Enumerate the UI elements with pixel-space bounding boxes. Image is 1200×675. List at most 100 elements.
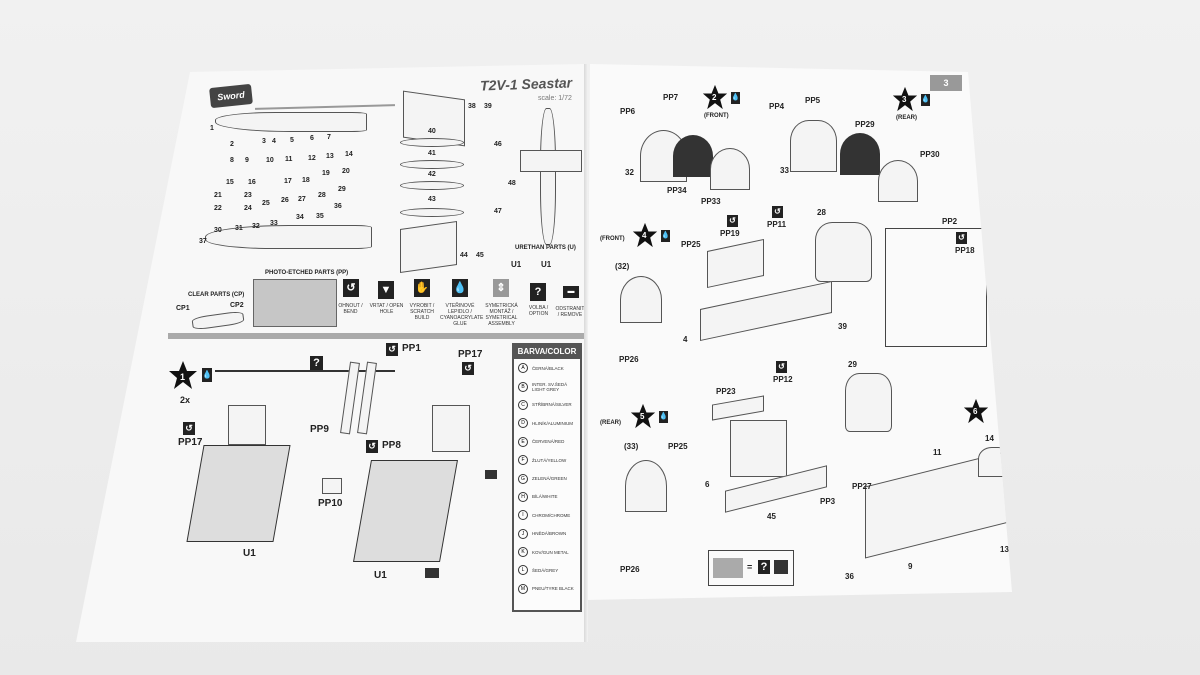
fuselage-half-drawing: [205, 225, 372, 249]
part-label: U1: [511, 260, 522, 269]
open-hole-icon: ▼: [378, 281, 394, 299]
part-label: 9: [908, 562, 913, 571]
part-number: 14: [345, 151, 353, 158]
instrument-panel-drawing: [710, 148, 750, 190]
part-label: 32: [625, 168, 634, 177]
tank-drawing: [400, 181, 464, 190]
part-label: U1: [243, 548, 256, 559]
tank-drawing: [400, 160, 464, 169]
part-label: 6: [705, 480, 710, 489]
scratch-build-icon: ✋: [414, 279, 430, 297]
seat-headrest-drawing: [228, 405, 266, 445]
part-number: 21: [214, 192, 222, 199]
symmetrical-icon: ⇕: [493, 279, 509, 297]
part-number: 19: [322, 170, 330, 177]
part-label: 33: [780, 166, 789, 175]
seat-headrest-drawing: [432, 405, 470, 452]
part-label: (32): [615, 262, 630, 271]
header-rule: [254, 104, 396, 110]
step-number: 2: [712, 93, 717, 102]
bend-icon: ↺: [386, 343, 398, 356]
bulkhead-drawing: [790, 120, 837, 172]
color-legend-title: BARVA/COLOR: [514, 345, 580, 359]
booklet-fold: [584, 64, 588, 642]
rear-panel-drawing: [978, 447, 1012, 477]
option-callout-box: [708, 550, 794, 586]
part-label: 11: [933, 448, 942, 457]
section-divider: [168, 333, 585, 339]
kit-scale: scale: 1/72: [538, 95, 572, 102]
instrument-panel-drawing: [673, 135, 713, 177]
bulkhead-drawing: [620, 276, 662, 323]
remove-icon: [425, 568, 439, 578]
part-label: PP30: [920, 150, 940, 159]
color-name: CHROM/CHROME: [532, 512, 571, 518]
part-number: 33: [270, 220, 278, 227]
part-number: 30: [214, 227, 222, 234]
part-number: 26: [281, 197, 289, 204]
step-star-icon: [632, 222, 658, 248]
symbol-label: VYROBIT / SCRATCH BUILD: [409, 303, 435, 321]
part-number: 8: [230, 157, 234, 164]
color-code: I: [518, 510, 528, 521]
seat-back-drawing: [815, 222, 872, 282]
part-number: 24: [244, 205, 252, 212]
part-label: PP26: [620, 565, 640, 574]
kit-title: T2V-1 Seastar: [479, 74, 573, 94]
part-label: PP19: [720, 229, 740, 238]
symbol-label: SYMETRICKÁ MONTÁŽ / SYMETRICAL ASSEMBLY: [485, 303, 518, 327]
part-number: 10: [266, 157, 274, 164]
part-label: PP5: [805, 96, 821, 105]
part-label: PP10: [318, 498, 343, 509]
urethan-parts-label: URETHAN PARTS (U): [515, 245, 576, 251]
part-label: PP25: [681, 240, 701, 249]
part-label: PP17: [458, 349, 483, 360]
part-label: CP1: [176, 305, 190, 312]
part-number: 47: [494, 208, 502, 215]
part-number: 32: [252, 223, 260, 230]
part-label: 4: [683, 335, 688, 344]
color-code: D: [518, 418, 528, 429]
clear-parts-label: CLEAR PARTS (CP): [188, 292, 245, 298]
ejection-seat-drawing: [186, 445, 291, 542]
part-number: 22: [214, 205, 222, 212]
color-code: M: [518, 583, 528, 594]
part-number: 40: [428, 128, 436, 135]
part-number: 16: [248, 179, 256, 186]
color-name: ZELENÁ/GREEN: [532, 476, 567, 482]
part-label: 13: [1000, 545, 1009, 554]
remove-icon: ▬: [563, 286, 579, 298]
part-label: 39: [838, 322, 847, 331]
part-label: 45: [767, 512, 776, 521]
step-number: 6: [973, 407, 978, 416]
remove-icon: [774, 560, 788, 574]
part-label: PP23: [716, 387, 736, 396]
part-label: PP6: [620, 107, 636, 116]
photo-etched-fret: [253, 279, 337, 327]
part-label: PP17: [178, 437, 203, 448]
step-tag: (REAR): [896, 115, 917, 121]
symbol-label: VOLBA / OPTION: [528, 305, 549, 317]
bend-icon: ↺: [727, 215, 738, 227]
color-code: A: [518, 363, 528, 374]
step-star-icon: [630, 403, 656, 429]
part-label: PP2: [942, 217, 958, 226]
part-label: PP18: [955, 246, 975, 255]
part-number: 3: [262, 138, 266, 145]
bend-icon: ↺: [956, 232, 967, 244]
instrument-panel-drawing: [840, 133, 880, 175]
photo-etched-label: PHOTO-ETCHED PARTS (PP): [265, 270, 349, 276]
glue-icon: 💧: [659, 411, 668, 423]
part-number: 20: [342, 168, 350, 175]
part-number: 18: [302, 177, 310, 184]
bend-icon: ↺: [772, 206, 783, 218]
gray-swatch: [713, 558, 743, 578]
bend-icon: ↺: [366, 440, 378, 453]
